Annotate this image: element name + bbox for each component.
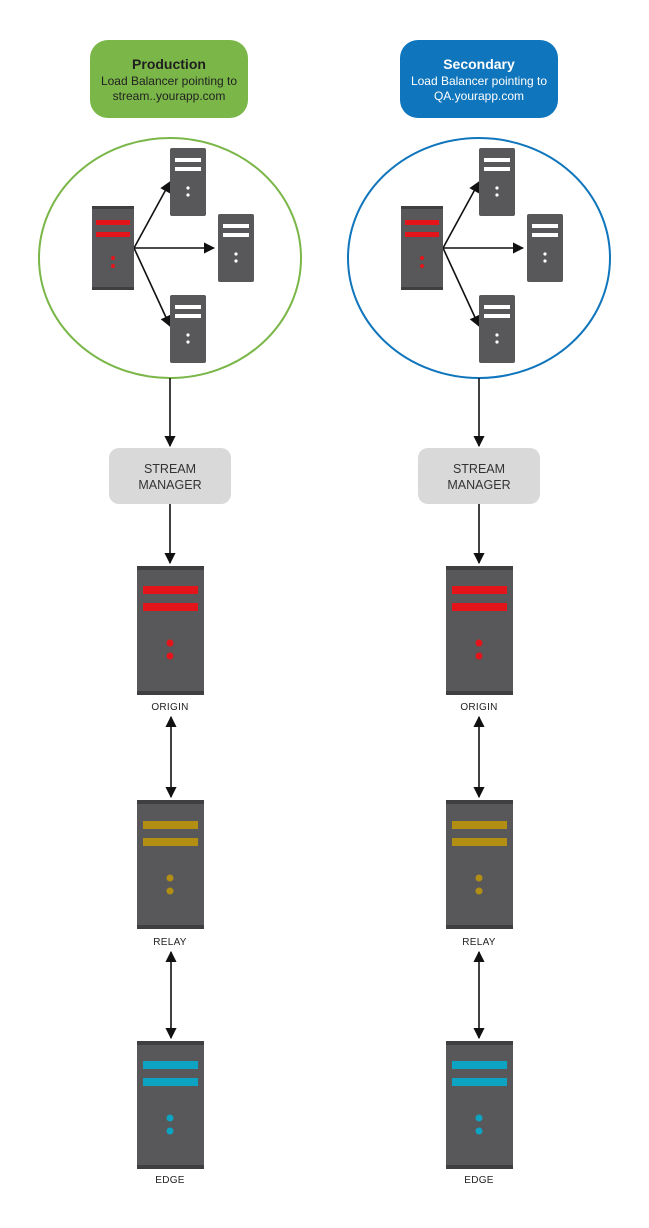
production-header-title: Production bbox=[132, 56, 206, 72]
production-backend-server-icon bbox=[170, 148, 206, 216]
secondary-backend-server-icon bbox=[479, 295, 515, 363]
secondary-stream-manager-line1: STREAM bbox=[453, 462, 505, 476]
production-stream-manager-line1: STREAM bbox=[144, 462, 196, 476]
production-load-balancer-server-icon bbox=[92, 206, 134, 290]
production-edge-label: EDGE bbox=[155, 1175, 185, 1186]
secondary-edge-server-icon bbox=[446, 1041, 513, 1169]
production-header-background bbox=[90, 40, 248, 118]
secondary-header-line1: Load Balancer pointing to bbox=[411, 74, 547, 88]
production-lb-arrow-top bbox=[133, 181, 171, 249]
production-stream-manager-line2: MANAGER bbox=[138, 478, 201, 492]
secondary-stream-manager: STREAM MANAGER bbox=[418, 448, 540, 504]
secondary-backend-server-icon bbox=[527, 214, 563, 282]
secondary-load-balancer-server-icon bbox=[401, 206, 443, 290]
production-stream-manager: STREAM MANAGER bbox=[109, 448, 231, 504]
production-origin-label: ORIGIN bbox=[151, 702, 188, 713]
secondary-column: Secondary Load Balancer pointing to QA.y… bbox=[347, 40, 611, 1186]
production-relay-label: RELAY bbox=[153, 937, 187, 948]
secondary-stream-manager-line2: MANAGER bbox=[447, 478, 510, 492]
production-header: Production Load Balancer pointing to str… bbox=[90, 40, 248, 118]
production-header-line2: stream..yourapp.com bbox=[113, 89, 226, 103]
secondary-relay-server-icon bbox=[446, 800, 513, 929]
production-backend-server-icon bbox=[218, 214, 254, 282]
secondary-origin-server-icon bbox=[446, 566, 513, 695]
production-relay-server-icon bbox=[137, 800, 204, 929]
production-header-line1: Load Balancer pointing to bbox=[101, 74, 237, 88]
secondary-header-title: Secondary bbox=[443, 56, 515, 72]
secondary-backend-server-icon bbox=[479, 148, 515, 216]
secondary-header-line2: QA.yourapp.com bbox=[434, 89, 524, 103]
production-edge-server-icon bbox=[137, 1041, 204, 1169]
production-backend-server-icon bbox=[170, 295, 206, 363]
secondary-edge-label: EDGE bbox=[464, 1175, 494, 1186]
secondary-relay-label: RELAY bbox=[462, 937, 496, 948]
production-origin-server-icon bbox=[137, 566, 204, 695]
production-lb-arrow-bottom bbox=[133, 247, 171, 328]
secondary-lb-arrow-top bbox=[442, 181, 480, 249]
secondary-lb-arrow-bottom bbox=[442, 247, 480, 328]
secondary-header: Secondary Load Balancer pointing to QA.y… bbox=[400, 40, 558, 118]
secondary-origin-label: ORIGIN bbox=[460, 702, 497, 713]
production-column: Production Load Balancer pointing to str… bbox=[38, 40, 302, 1186]
secondary-header-background bbox=[400, 40, 558, 118]
